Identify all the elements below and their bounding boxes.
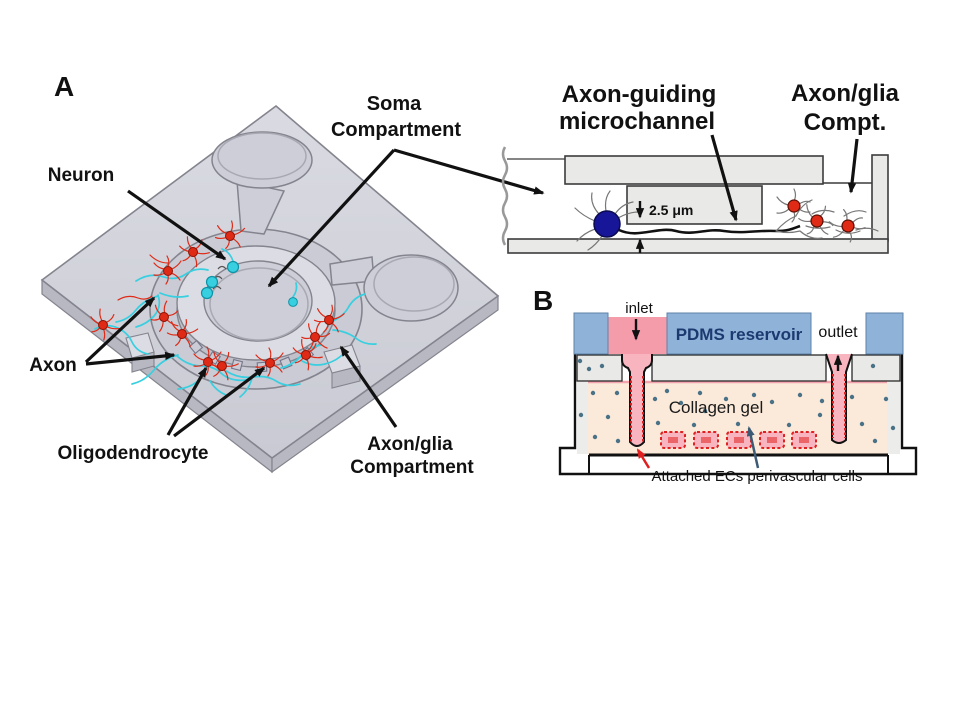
oligodendrocyte-arrow-2 (173, 366, 266, 438)
outlet-label: outlet (818, 324, 858, 341)
pdms-layer-left (576, 354, 623, 382)
axon-glia-compartment-label-line2: Compartment (350, 457, 474, 478)
axon-glia-compartment-arrow (339, 345, 398, 428)
neuron-label: Neuron (48, 165, 115, 186)
ec-vessel-sections (660, 431, 817, 449)
pdms-reservoir-left (573, 312, 609, 355)
panel-a-annotations: Neuron Soma Compartment Axon Oligodendro… (29, 93, 545, 478)
top-reservoir-well (211, 131, 313, 235)
pdms-layer-mid (651, 354, 827, 382)
inlet-channel (621, 354, 653, 447)
break-line (501, 146, 509, 246)
attached-ecs-label: Attached ECs perivascular cells (652, 468, 863, 485)
axon-arrow-2 (85, 351, 176, 366)
soma-compartment-label-line2: Compartment (331, 119, 461, 141)
axon-glia-compt-label-line1: Axon/glia (791, 80, 900, 107)
microchannel-label-line1: Axon-guiding (562, 81, 717, 108)
attached-ecs-arrow (636, 448, 651, 469)
right-wall-block (871, 154, 889, 242)
oligodendrocyte-arrow-1 (166, 366, 208, 436)
pdms-reservoir-label: PDMS reservoir (676, 325, 803, 344)
axon-terminal-network (775, 188, 879, 247)
right-reservoir-well (329, 254, 459, 322)
axon-label: Axon (29, 355, 77, 376)
pdms-reservoir-right (865, 312, 904, 355)
inlet-reservoir (608, 317, 667, 354)
axon-arrow-1 (84, 296, 156, 364)
axon-glia-compartment-label-line1: Axon/glia (367, 434, 453, 455)
axon-glia-compt-arrow (847, 138, 859, 194)
pdms-top-block (564, 155, 824, 185)
floor-steps (588, 455, 889, 473)
panel-b-tag: B (533, 285, 553, 316)
oligodendrocyte-label: Oligodendrocyte (58, 443, 209, 464)
inlet-label: inlet (625, 300, 653, 317)
collagen-gel-label: Collagen gel (669, 398, 764, 417)
neuron-soma-axon (574, 190, 801, 251)
axon-glia-compt-label-line2: Compt. (804, 109, 887, 136)
panel-a-cross-section: 2.5 μm Axon-guiding microchannel Axon/gl… (501, 80, 900, 254)
outlet-channel-ec-lining (832, 374, 846, 438)
gap-height-label: 2.5 μm (649, 202, 693, 218)
neuron-arrow (127, 189, 227, 261)
microchannel-block (626, 185, 763, 225)
soma-arrow-to-cross-section (393, 148, 545, 195)
panel-b: B (533, 285, 918, 485)
soma-arrow-to-chip (267, 148, 396, 288)
panel-a-tag: A (54, 71, 74, 102)
pdms-reservoir-mid (666, 312, 812, 355)
inlet-channel-ec-lining (630, 376, 644, 442)
microchannel-label-line2: microchannel (559, 108, 715, 135)
perivascular-cells-arrow (746, 426, 760, 469)
soma-compartment-label-line1: Soma (367, 93, 422, 115)
pdms-layer-right (851, 354, 901, 382)
microchannel-arrow (710, 134, 738, 222)
substrate-bar (507, 238, 889, 254)
